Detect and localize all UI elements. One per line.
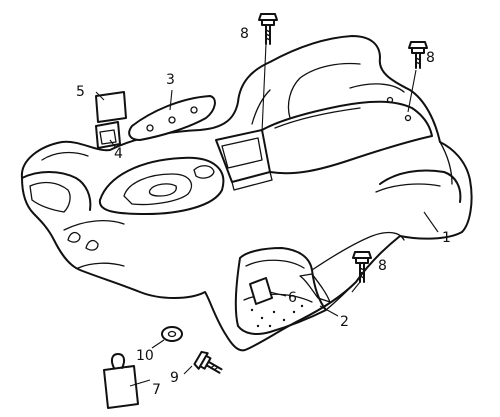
mud-guard-icon — [299, 273, 331, 303]
callout-8-right: 8 — [426, 50, 435, 66]
leader-lines — [95, 43, 439, 387]
reflector-icon — [95, 91, 127, 149]
callout-10: 10 — [136, 348, 154, 364]
callout-3: 3 — [166, 72, 175, 88]
clip-nut-icon — [103, 353, 139, 409]
callout-5: 5 — [76, 84, 85, 100]
flange-bolt-icon — [193, 350, 223, 374]
callout-8-lower: 8 — [378, 258, 387, 274]
callout-2: 2 — [340, 314, 349, 330]
washer-icon — [161, 326, 183, 342]
callout-1: 1 — [442, 230, 451, 246]
callout-6: 6 — [288, 290, 297, 306]
flange-bolt-icon — [352, 251, 372, 283]
flange-bolt-icon — [408, 41, 428, 69]
front-fender-body-icon — [20, 35, 473, 352]
callout-4: 4 — [114, 146, 123, 162]
callout-8-top: 8 — [240, 26, 249, 42]
reflector-icon — [249, 277, 273, 305]
callout-9: 9 — [170, 370, 179, 386]
rubber-cushion-icon — [128, 95, 216, 141]
flange-bolt-icon — [258, 13, 278, 45]
callout-7: 7 — [152, 382, 161, 398]
